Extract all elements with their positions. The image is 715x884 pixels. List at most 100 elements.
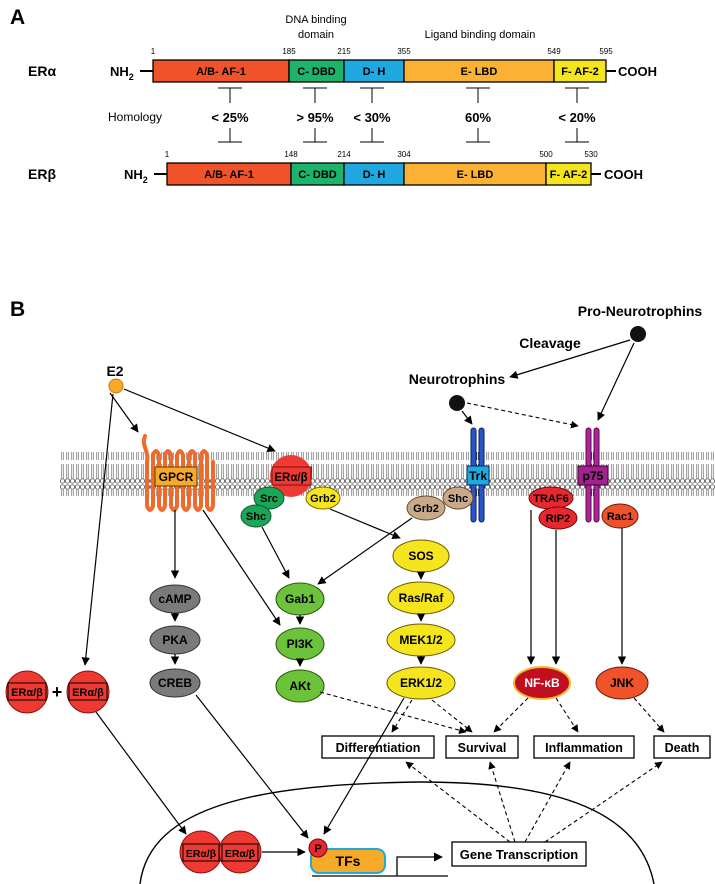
svg-text:TRAF6: TRAF6 [533, 493, 568, 505]
grb2-left-node: Grb2 [305, 486, 341, 510]
membrane-er-receptor: ERα/β [270, 455, 312, 497]
era-domain-label-5: F- AF-2 [561, 66, 598, 78]
arrow-e2-to-gpcr [109, 392, 139, 433]
era-position-5: 549 [547, 47, 561, 56]
gpcr-label: GPCR [159, 470, 194, 484]
homology-value-3: < 30% [353, 110, 391, 125]
erb-position-5: 500 [539, 150, 553, 159]
svg-text:Rac1: Rac1 [607, 511, 633, 523]
outcome-death-box: Death [653, 735, 711, 759]
svg-text:Differentiation: Differentiation [336, 741, 421, 755]
er-beta-cooh: COOH [604, 167, 643, 182]
svg-text:JNK: JNK [610, 676, 634, 690]
homology-markers: < 25%> 95%< 30%60%< 20% [211, 87, 596, 143]
sos-node: SOS [392, 539, 450, 573]
arrow-grb2-to-gab1 [317, 517, 413, 585]
cleavage-label: Cleavage [519, 335, 581, 351]
svg-text:PKA: PKA [162, 633, 188, 647]
trk-label: Trk [469, 469, 487, 483]
arrow-grb2-to-sos [329, 508, 401, 539]
arrow-shc-to-gab1 [261, 526, 290, 579]
pka-node: PKA [149, 625, 201, 655]
e2-ligand [108, 378, 124, 394]
svg-text:Survival: Survival [458, 741, 507, 755]
gene-transcription-box: Gene Transcription [451, 841, 587, 867]
homology-value-5: < 20% [558, 110, 596, 125]
svg-text:Src: Src [260, 493, 278, 505]
er-alpha-nh2: NH2 [110, 64, 134, 82]
arrow-erk-to-differentiation [391, 699, 413, 733]
era-position-1: 1 [151, 47, 156, 56]
erk-node: ERK1/2 [386, 666, 456, 700]
svg-text:RIP2: RIP2 [546, 513, 570, 525]
jnk-node: JNK [595, 666, 649, 700]
homology-value-1: < 25% [211, 110, 249, 125]
panel-b: B Pro-Neurotrophins Cleavage Neurotrophi… [5, 298, 715, 884]
camp-node: cAMP [149, 584, 201, 614]
svg-text:ERK1/2: ERK1/2 [400, 676, 442, 690]
outcome-inflammation-box: Inflammation [533, 735, 635, 759]
svg-text:NF-κB: NF-κB [524, 676, 560, 690]
svg-text:CREB: CREB [158, 676, 192, 690]
neurotrophin-ligand [449, 395, 465, 411]
arrow-pro-to-p75 [597, 342, 635, 421]
er-alpha-domain-bar: A/B- AF-1 C- DBD D- H E- LBD F- AF-2 [152, 59, 607, 83]
arrow-cleavage [509, 339, 631, 379]
akt-node: AKt [275, 669, 325, 703]
arrow-nfkb-to-survival [493, 697, 529, 733]
src-node: Src [253, 486, 285, 510]
mek-node: MEK1/2 [386, 623, 456, 657]
er-beta-nh2: NH2 [124, 167, 148, 185]
transcription-start-arrow [396, 852, 443, 876]
svg-text:Grb2: Grb2 [413, 503, 439, 515]
outcome-differentiation-box: Differentiation [321, 735, 435, 759]
era-domain-label-2: C- DBD [297, 66, 336, 78]
homology-label: Homology [108, 110, 162, 124]
arrow-creb-to-tfs [195, 694, 309, 839]
ras-raf-node: Ras/Raf [387, 581, 455, 615]
grb2-right-node: Grb2 [406, 495, 446, 521]
er-beta-label: ERβ [28, 166, 56, 182]
solid-arrows [81, 339, 635, 857]
svg-text:Inflammation: Inflammation [545, 741, 623, 755]
svg-text:Ras/Raf: Ras/Raf [399, 591, 445, 605]
shc-right-node: Shc [442, 486, 474, 510]
erb-position-6: 530 [584, 150, 598, 159]
svg-text:AKt: AKt [289, 679, 310, 693]
nfkb-node: NF-κB [513, 666, 571, 700]
arrow-e2-to-er [123, 388, 276, 453]
creb-node: CREB [149, 668, 201, 698]
cytoplasmic-er-left: ERα/β [5, 670, 49, 714]
pi3k-node: PI3K [275, 627, 325, 661]
erb-position-3: 214 [337, 150, 351, 159]
svg-text:ERα/β: ERα/β [72, 687, 104, 699]
era-position-4: 355 [397, 47, 411, 56]
erb-domain-label-4: E- LBD [457, 169, 494, 181]
arrow-e2-to-cyto-er [81, 393, 114, 666]
dashed-arrows [319, 402, 665, 843]
nuclear-er-dimer: ERα/β ERα/β [179, 830, 262, 874]
era-domain-label-1: A/B- AF-1 [196, 66, 246, 78]
svg-text:ERα/β: ERα/β [225, 848, 256, 860]
svg-text:Grb2: Grb2 [310, 493, 336, 505]
arrow-erk-to-survival [431, 699, 473, 733]
era-domain-label-4: E- LBD [461, 66, 498, 78]
arrow-erk-to-tfs [323, 697, 405, 835]
svg-text:ERα/β: ERα/β [11, 687, 43, 699]
era-domain-label-3: D- H [363, 66, 386, 78]
era-position-2: 185 [282, 47, 296, 56]
pro-neurotrophins-label: Pro-Neurotrophins [578, 303, 703, 319]
dimer-plus-sign: + [52, 682, 63, 702]
svg-text:Death: Death [665, 741, 700, 755]
homology-value-4: 60% [465, 110, 491, 125]
arrow-akt-to-survival [319, 691, 467, 734]
erb-position-1: 1 [165, 150, 170, 159]
svg-text:TFs: TFs [336, 853, 361, 869]
phospho-p-label: P [314, 843, 321, 855]
p75-receptor: p75 [577, 427, 609, 523]
erb-position-2: 148 [284, 150, 298, 159]
erb-domain-label-1: A/B- AF-1 [204, 169, 254, 181]
